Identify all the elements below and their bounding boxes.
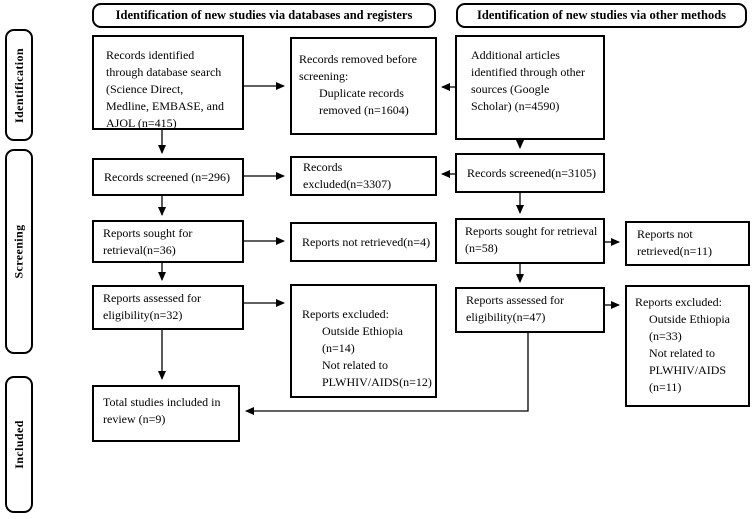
box-records-removed: Records removed before screening: Duplic… <box>290 37 437 135</box>
box-additional-articles-text: Additional articles identified through o… <box>471 48 585 113</box>
box-reports-excluded-other-item: Outside Ethiopia (n=33) <box>649 312 730 343</box>
box-reports-assessed-other-text: Reports assessed for eligibility(n=47) <box>466 293 564 324</box>
box-reports-assessed-db: Reports assessed for eligibility(n=32) <box>92 285 244 330</box>
stage-included: Included <box>5 376 33 513</box>
box-reports-excluded-db-item: Outside Ethiopia (n=14) <box>322 324 403 355</box>
header-databases-label: Identification of new studies via databa… <box>115 8 413 22</box>
box-reports-excluded-other-item: Not related to PLWHIV/AIDS (n=11) <box>649 346 727 394</box>
box-reports-sought-other-text: Reports sought for retrieval (n=58) <box>465 224 598 255</box>
stage-identification-label: Identification <box>11 47 26 123</box>
stage-screening-label: Screening <box>11 224 26 279</box>
box-reports-sought-db-text: Reports sought for retrieval(n=36) <box>103 226 193 257</box>
header-other-label: Identification of new studies via other … <box>476 8 727 22</box>
box-records-excluded: Records excluded(n=3307) <box>290 156 437 196</box>
box-records-screened-other-text: Records screened(n=3105) <box>467 165 597 180</box>
header-other-methods: Identification of new studies via other … <box>456 3 747 28</box>
box-records-removed-item: Duplicate records removed (n=1604) <box>319 86 409 117</box>
box-records-removed-title: Records removed before screening: <box>299 52 417 83</box>
box-reports-assessed-other: Reports assessed for eligibility(n=47) <box>455 287 605 333</box>
box-reports-excluded-db-item: Not related to PLWHIV/AIDS(n=12) <box>322 358 432 389</box>
stage-screening: Screening <box>5 149 33 354</box>
box-total-included-text: Total studies included in review (n=9) <box>103 395 221 426</box>
box-reports-not-retrieved-other-text: Reports not retrieved(n=11) <box>637 227 712 258</box>
box-reports-excluded-db-title: Reports excluded: <box>302 307 389 321</box>
box-reports-sought-other: Reports sought for retrieval (n=58) <box>455 218 605 264</box>
box-records-screened-other: Records screened(n=3105) <box>455 153 605 193</box>
box-reports-excluded-db: Reports excluded: Outside Ethiopia (n=14… <box>290 284 437 398</box>
box-records-excluded-text: Records excluded(n=3307) <box>303 160 392 191</box>
stage-identification: Identification <box>5 29 33 141</box>
box-records-identified: Records identified through database sear… <box>92 35 244 130</box>
box-reports-not-retrieved-db: Reports not retrieved(n=4) <box>290 222 437 262</box>
box-reports-assessed-db-text: Reports assessed for eligibility(n=32) <box>103 291 201 322</box>
box-records-identified-text: Records identified through database sear… <box>106 48 224 130</box>
box-reports-not-retrieved-other: Reports not retrieved(n=11) <box>625 221 750 266</box>
box-reports-not-retrieved-db-text: Reports not retrieved(n=4) <box>302 234 431 249</box>
box-reports-excluded-other-title: Reports excluded: <box>635 295 722 309</box>
box-reports-excluded-other: Reports excluded: Outside Ethiopia (n=33… <box>625 285 750 407</box>
stage-included-label: Included <box>11 420 26 469</box>
box-records-screened-db: Records screened (n=296) <box>92 158 244 196</box>
box-records-screened-db-text: Records screened (n=296) <box>104 169 231 184</box>
header-databases-registers: Identification of new studies via databa… <box>92 3 436 28</box>
box-additional-articles: Additional articles identified through o… <box>455 35 605 140</box>
box-total-included: Total studies included in review (n=9) <box>92 385 240 442</box>
box-reports-sought-db: Reports sought for retrieval(n=36) <box>92 220 244 263</box>
